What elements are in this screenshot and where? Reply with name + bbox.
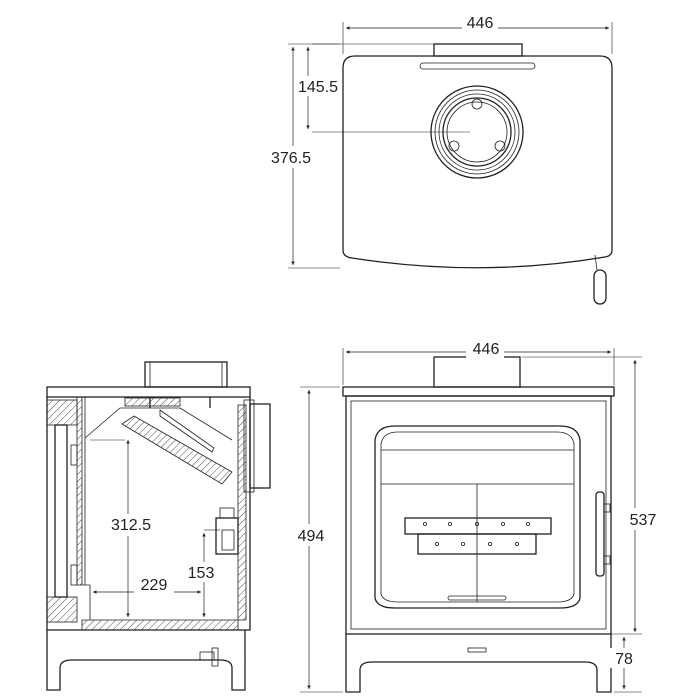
side-section-view: 312.5 229 153 [46,361,271,691]
side-door [46,399,78,426]
front-log-retainer [404,517,552,555]
side-flue-collar [144,361,228,388]
front-width-label: 446 [473,341,500,358]
side-baffle [121,415,233,485]
front-door-window [374,425,581,609]
top-rear-slot [419,62,536,70]
top-depth-label: 376.5 [271,150,311,167]
front-door-handle-icon [595,491,611,577]
top-flue-offset-label: 145.5 [298,79,338,96]
top-handle-icon [593,254,607,305]
front-height-left-label: 494 [298,528,325,545]
side-top-plate [46,386,251,398]
front-body [345,395,612,635]
front-flue-collar [433,356,521,388]
side-base [46,630,246,691]
front-base [345,634,612,693]
side-rear-wall [237,404,247,621]
side-grate-depth-label: 229 [141,577,168,594]
top-view: 446 145.5 376.5 [266,14,613,305]
side-hearth [81,619,239,631]
top-view-outline [342,55,613,269]
side-air-control [215,517,239,555]
front-top-plate [342,386,615,397]
front-height-right-label: 537 [630,512,657,529]
front-view: 446 494 537 78 [294,338,664,693]
top-width-label: 446 [467,15,494,32]
top-flue-collar [433,43,523,57]
side-rear-duct [249,403,271,489]
side-firebox-height-label: 312.5 [111,517,151,534]
side-firebox-wall [76,396,83,586]
front-leg-height-label: 78 [615,651,633,668]
side-air-inlet-height-label: 153 [188,565,215,582]
